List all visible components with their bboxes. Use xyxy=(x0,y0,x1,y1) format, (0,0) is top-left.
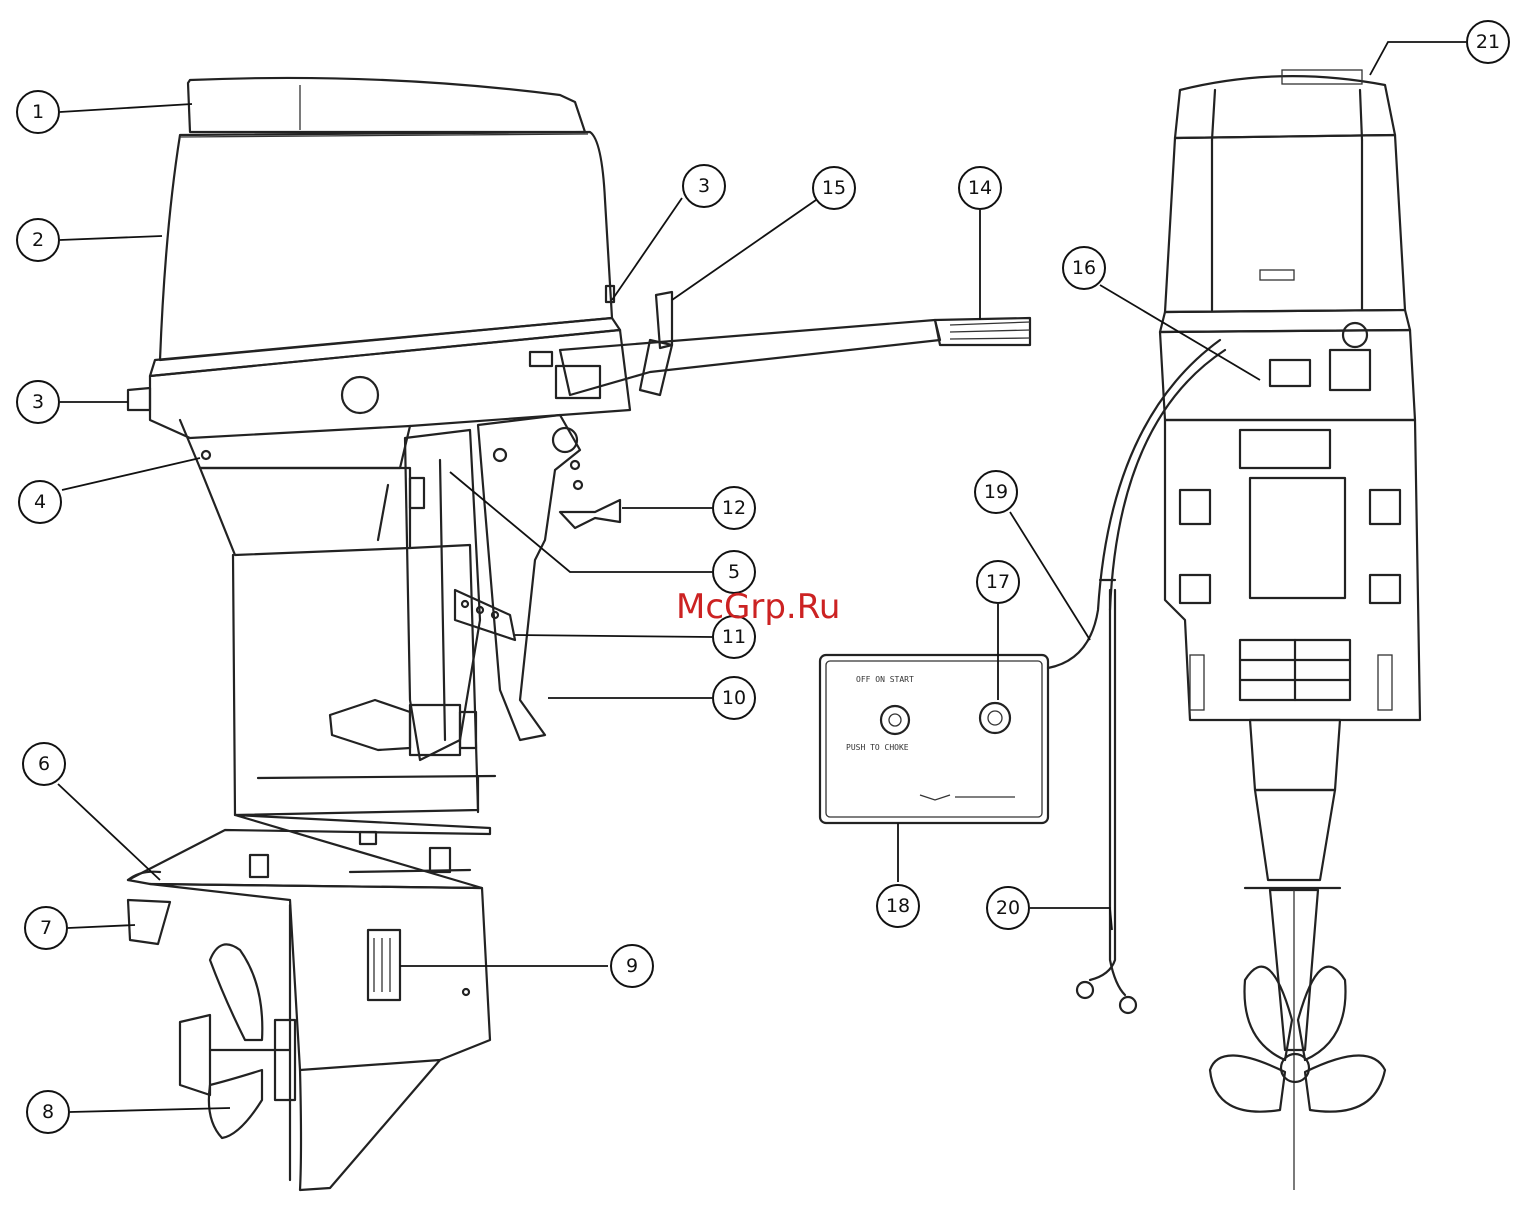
svg-text:7: 7 xyxy=(40,917,52,939)
callout-7: 7 xyxy=(25,907,67,949)
svg-text:19: 19 xyxy=(984,481,1008,503)
svg-text:9: 9 xyxy=(626,955,638,977)
callout-21: 21 xyxy=(1467,21,1509,63)
callout-14: 14 xyxy=(959,167,1001,209)
svg-text:3: 3 xyxy=(32,391,44,413)
callout-20: 20 xyxy=(987,887,1029,929)
svg-text:5: 5 xyxy=(728,561,740,583)
callout-2: 2 xyxy=(17,219,59,261)
key-switch-panel: OFF ON START PUSH TO CHOKE xyxy=(820,655,1048,823)
svg-text:8: 8 xyxy=(42,1101,54,1123)
callout-10: 10 xyxy=(713,677,755,719)
callout-9: 9 xyxy=(611,945,653,987)
callout-16: 16 xyxy=(1063,247,1105,289)
callout-3-upper: 3 xyxy=(683,165,725,207)
callout-12: 12 xyxy=(713,487,755,529)
watermark-text: McGrp.Ru xyxy=(676,587,840,627)
svg-text:17: 17 xyxy=(986,571,1010,593)
leader-lines xyxy=(58,42,1466,1112)
svg-text:1: 1 xyxy=(32,101,44,123)
svg-text:18: 18 xyxy=(886,895,910,917)
svg-text:16: 16 xyxy=(1072,257,1096,279)
wiring-harness xyxy=(1048,340,1225,1013)
callout-8: 8 xyxy=(27,1091,69,1133)
callout-18: 18 xyxy=(877,885,919,927)
callout-4: 4 xyxy=(19,481,61,523)
svg-text:14: 14 xyxy=(968,177,992,199)
svg-text:2: 2 xyxy=(32,229,44,251)
svg-text:15: 15 xyxy=(822,177,846,199)
callout-19: 19 xyxy=(975,471,1017,513)
svg-text:11: 11 xyxy=(722,626,746,648)
callout-3-lower: 3 xyxy=(17,381,59,423)
panel-top-text: OFF ON START xyxy=(856,675,914,684)
side-view-motor xyxy=(128,78,1030,1190)
callout-1: 1 xyxy=(17,91,59,133)
panel-bottom-text: PUSH TO CHOKE xyxy=(846,743,909,752)
svg-text:20: 20 xyxy=(996,897,1020,919)
svg-text:6: 6 xyxy=(38,753,50,775)
callout-15: 15 xyxy=(813,167,855,209)
callout-17: 17 xyxy=(977,561,1019,603)
svg-text:12: 12 xyxy=(722,497,746,519)
svg-text:3: 3 xyxy=(698,175,710,197)
svg-text:4: 4 xyxy=(34,491,46,513)
callout-6: 6 xyxy=(23,743,65,785)
svg-text:21: 21 xyxy=(1476,31,1500,53)
front-view-motor xyxy=(1160,70,1420,1190)
svg-text:10: 10 xyxy=(722,687,746,709)
